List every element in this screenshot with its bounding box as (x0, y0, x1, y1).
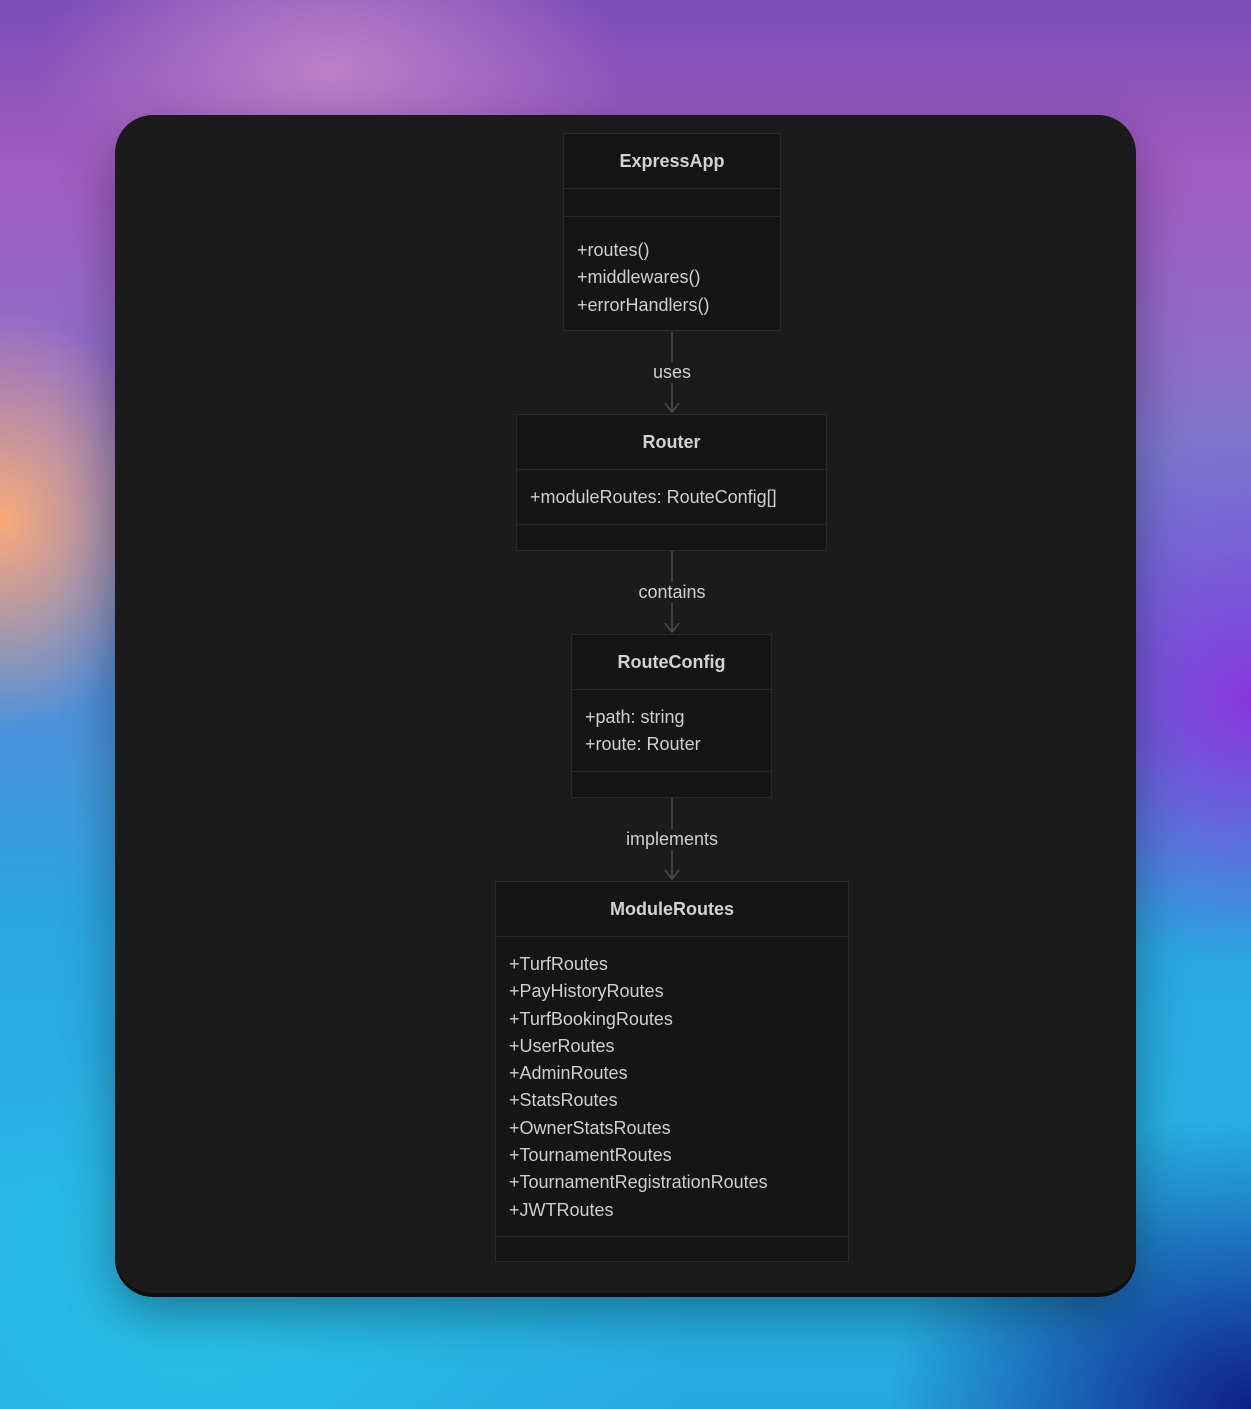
attributes-section (564, 189, 780, 217)
attribute-row: +PayHistoryRoutes (509, 981, 664, 1002)
attribute-row: +UserRoutes (509, 1035, 615, 1056)
class-name: ModuleRoutes (496, 882, 848, 937)
edge-label-uses: uses (650, 362, 694, 383)
edge-label-contains: contains (636, 582, 708, 603)
attribute-row: +AdminRoutes (509, 1063, 628, 1084)
arrowhead-implements (664, 869, 680, 881)
attributes-section: +TurfRoutes +PayHistoryRoutes +TurfBooki… (496, 937, 848, 1237)
arrowhead-contains (664, 622, 680, 634)
attribute-row: +TournamentRoutes (509, 1145, 672, 1166)
class-moduleroutes: ModuleRoutes +TurfRoutes +PayHistoryRout… (495, 881, 849, 1262)
methods-section (517, 525, 826, 551)
class-name: RouteConfig (572, 635, 771, 690)
class-name: ExpressApp (564, 134, 780, 189)
attribute-row: +JWTRoutes (509, 1199, 614, 1220)
class-router: Router +moduleRoutes: RouteConfig[] (516, 414, 827, 551)
attributes-section: +moduleRoutes: RouteConfig[] (517, 470, 826, 525)
edge-label-implements: implements (623, 829, 721, 850)
methods-section: +routes() +middlewares() +errorHandlers(… (564, 217, 780, 319)
attribute-row: +StatsRoutes (509, 1090, 618, 1111)
attributes-section: +path: string +route: Router (572, 690, 771, 772)
attribute-row: +TurfBookingRoutes (509, 1008, 673, 1029)
attribute-row: +TournamentRegistrationRoutes (509, 1172, 768, 1193)
attribute-row: +route: Router (585, 734, 701, 755)
class-name: Router (517, 415, 826, 470)
method-row: +routes() (577, 240, 650, 260)
class-routeconfig: RouteConfig +path: string +route: Router (571, 634, 772, 798)
attribute-row: +OwnerStatsRoutes (509, 1117, 671, 1138)
attribute-row: +TurfRoutes (509, 954, 608, 974)
method-row: +errorHandlers() (577, 294, 710, 315)
attribute-row: +moduleRoutes: RouteConfig[] (530, 487, 777, 507)
methods-section (496, 1237, 848, 1263)
class-expressapp: ExpressApp +routes() +middlewares() +err… (563, 133, 781, 331)
attribute-row: +path: string (585, 707, 685, 727)
methods-section (572, 772, 771, 798)
method-row: +middlewares() (577, 267, 701, 288)
arrowhead-uses (664, 402, 680, 414)
